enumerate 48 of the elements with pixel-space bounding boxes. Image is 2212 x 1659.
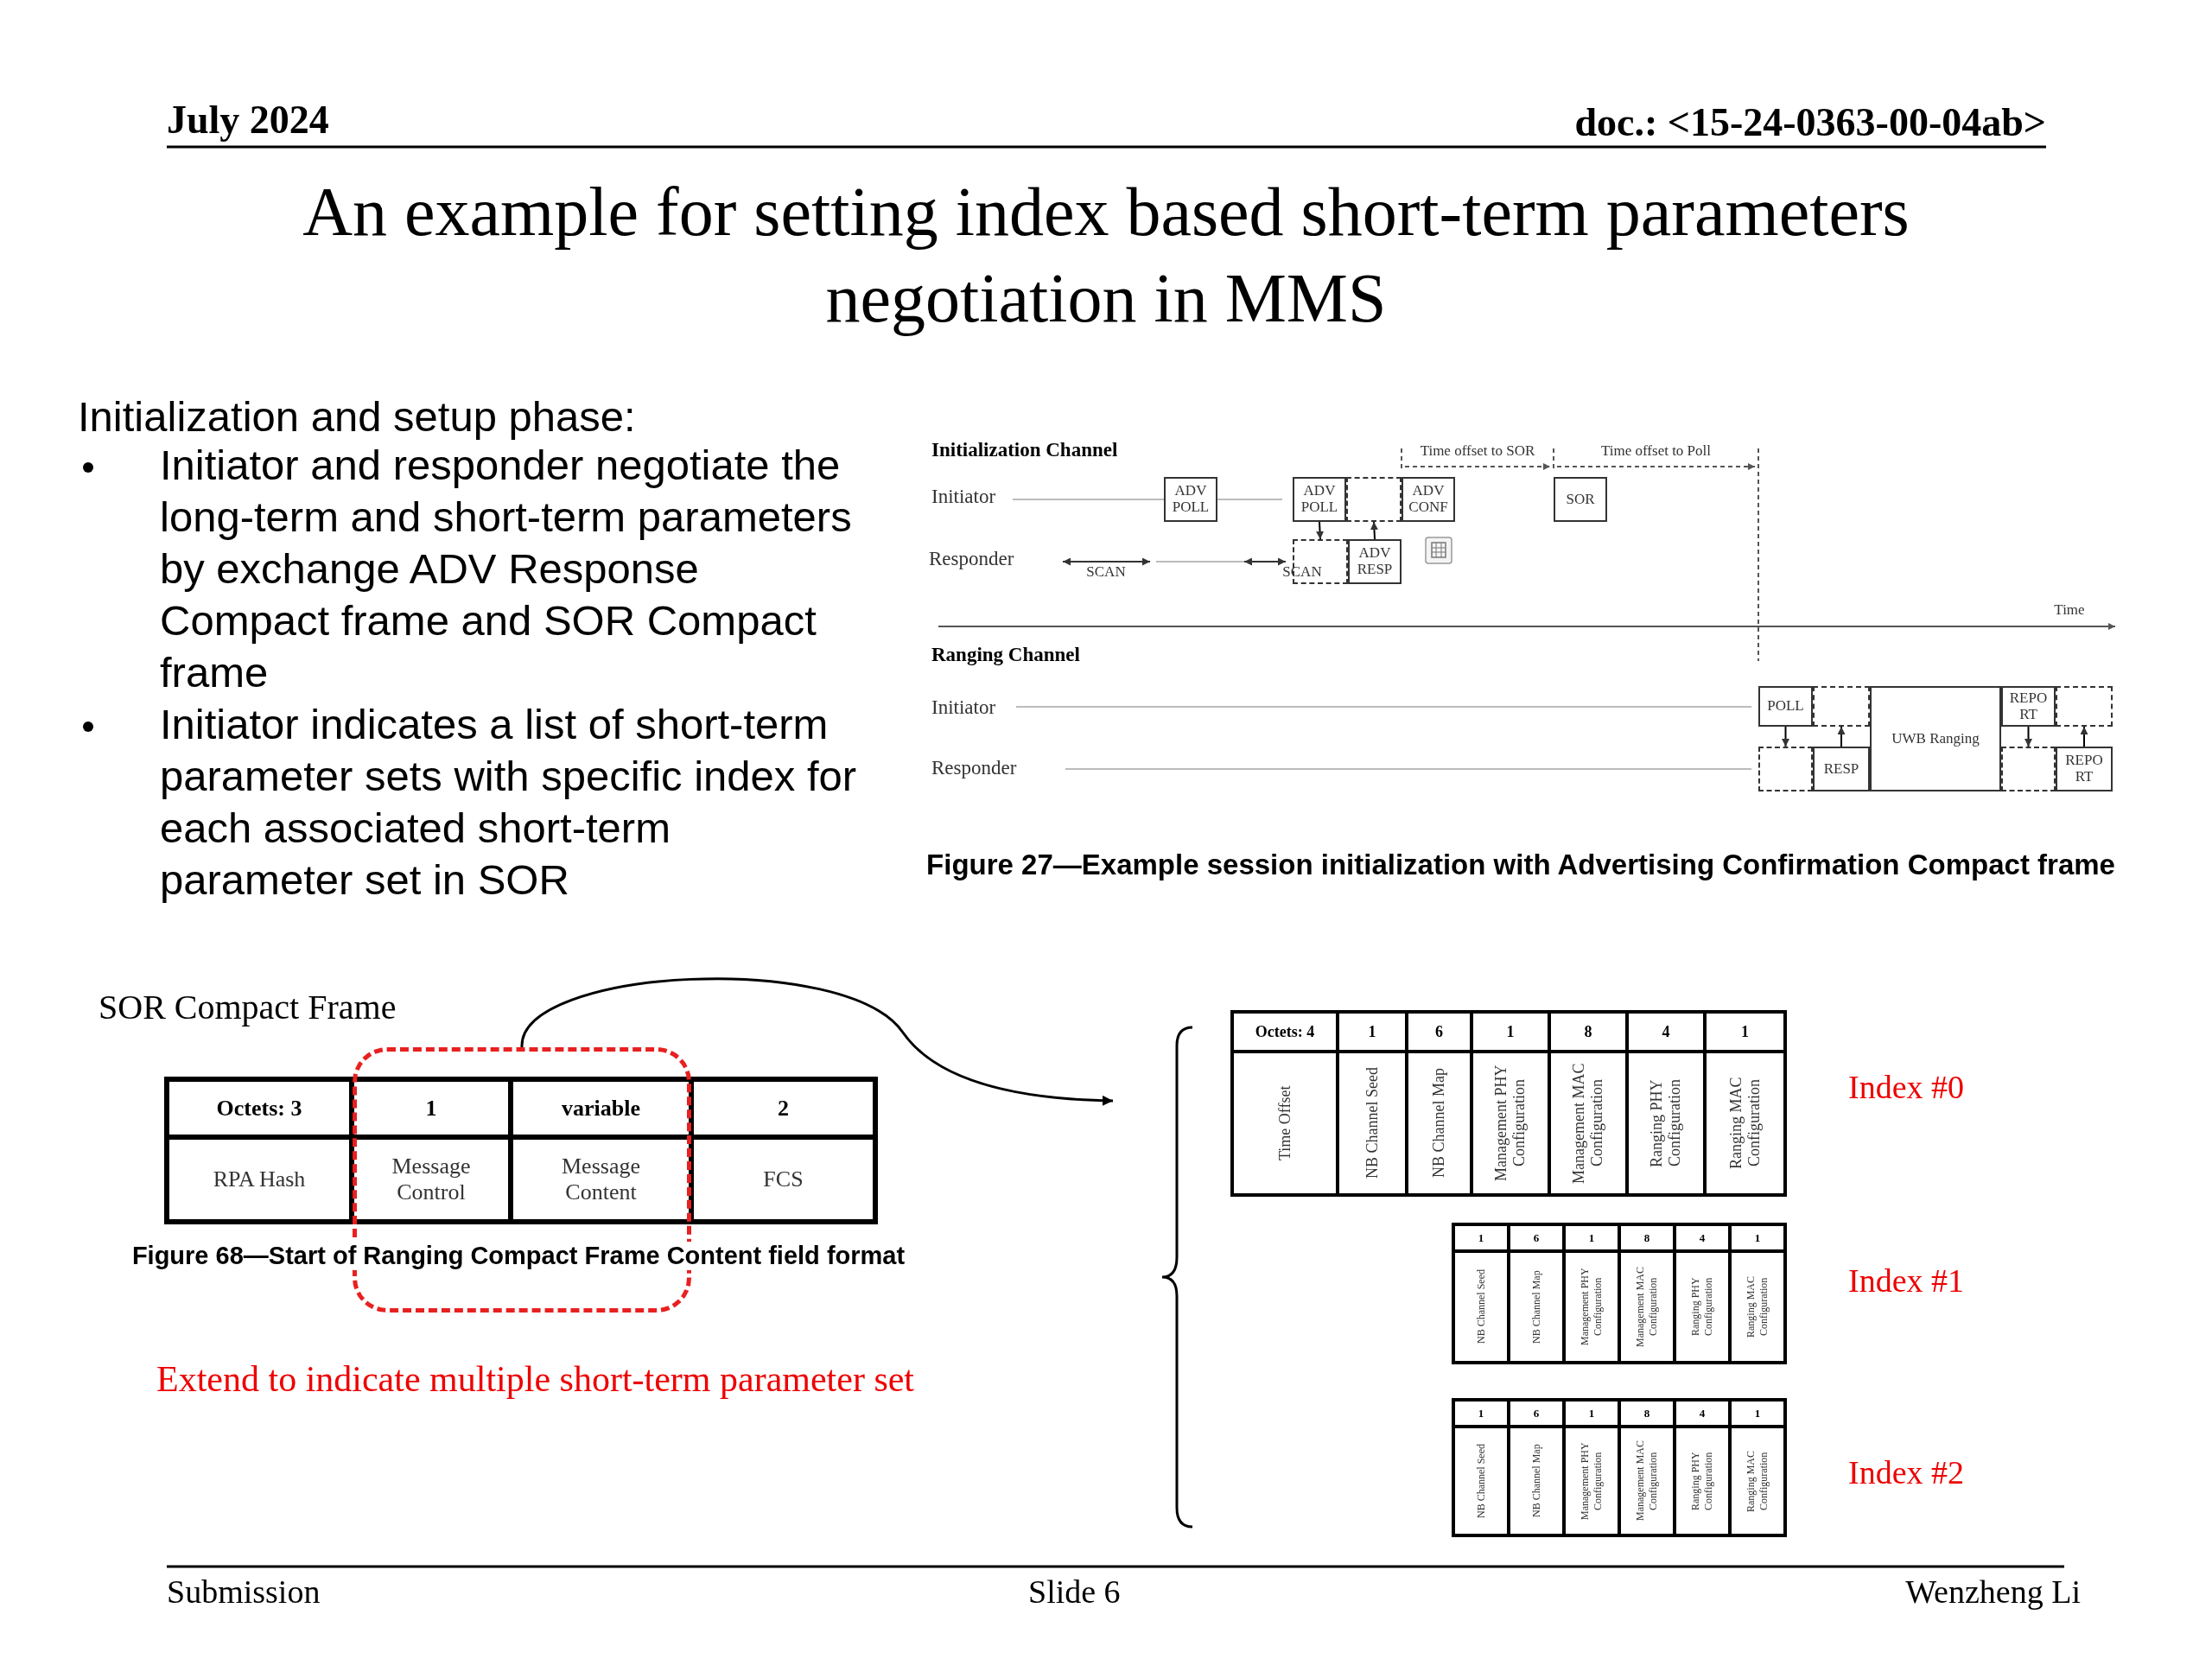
footer-text: Submission bbox=[167, 1573, 321, 1611]
bullet-text: Initiator indicates a list of short-term parameter sets with specific index for each associated short-term parameter set in SOR bbox=[160, 700, 858, 905]
row-label: Responder bbox=[929, 548, 1015, 570]
slide-title: An example for setting index based short-term parameters negotiation in MMS bbox=[302, 173, 1910, 338]
note-text: Extend to indicate multiple short-term parameter set bbox=[156, 1358, 916, 1400]
dashed-slot bbox=[2001, 747, 2056, 791]
frame-box: REPO RT bbox=[2001, 686, 2056, 727]
timing-label: SCAN bbox=[1281, 563, 1323, 581]
bullet-text: Initiator and responder negotiate the long-term and short-term parameters by exchange ADV Response Compact frame and SOR Compact frame bbox=[160, 441, 853, 697]
timing-label: Time offset to SOR bbox=[1419, 442, 1536, 460]
footer-text: Slide 6 bbox=[1028, 1573, 1122, 1611]
doc-number: doc.: <15-24-0363-00-04ab> bbox=[1573, 99, 2046, 145]
row-label: Initiator bbox=[931, 486, 997, 508]
arrow bbox=[1316, 521, 1325, 540]
arrow bbox=[520, 977, 1114, 1106]
arrow bbox=[1370, 521, 1378, 540]
index-label: Index #0 bbox=[1848, 1068, 1966, 1106]
frame-box: ADV POLL bbox=[1293, 477, 1346, 522]
arrow bbox=[1837, 726, 1846, 747]
footer-text: Wenzheng Li bbox=[1904, 1573, 2081, 1611]
header-date: July 2024 bbox=[167, 97, 330, 143]
row-label: Responder bbox=[931, 757, 1018, 779]
figure-caption: Figure 27—Example session initialization with Advertising Confirmation Compact frame bbox=[925, 849, 2116, 881]
channel-heading: Initialization Channel bbox=[931, 439, 1119, 461]
frame-box: UWB Ranging bbox=[1870, 686, 2001, 791]
frame-box: ADV CONF bbox=[1402, 477, 1455, 522]
dashed-slot bbox=[1758, 747, 1813, 791]
frame-box: SOR bbox=[1554, 477, 1607, 522]
frame-heading: SOR Compact Frame bbox=[99, 987, 397, 1027]
arrow bbox=[2024, 726, 2032, 747]
axis-label: Time bbox=[2053, 601, 2086, 619]
frame-box: POLL bbox=[1758, 686, 1813, 727]
frame-box: REPO RT bbox=[2056, 747, 2113, 791]
arrow bbox=[1782, 726, 1789, 747]
section-heading: Initialization and setup phase: bbox=[78, 392, 637, 442]
dashed-slot bbox=[1346, 477, 1402, 522]
frame-box: ADV POLL bbox=[1164, 477, 1217, 522]
index-label: Index #1 bbox=[1848, 1262, 1966, 1300]
frame-box: RESP bbox=[1813, 747, 1870, 791]
dashed-slot bbox=[2056, 686, 2113, 727]
arrow bbox=[2080, 726, 2088, 747]
channel-heading: Ranging Channel bbox=[931, 644, 1081, 666]
index-label: Index #2 bbox=[1848, 1453, 1966, 1491]
frame-box: ADV RESP bbox=[1348, 539, 1402, 584]
row-label: Initiator bbox=[931, 696, 997, 719]
timing-label: Time offset to Poll bbox=[1599, 442, 1713, 460]
dashed-slot bbox=[1813, 686, 1870, 727]
timing-label: SCAN bbox=[1085, 563, 1127, 581]
